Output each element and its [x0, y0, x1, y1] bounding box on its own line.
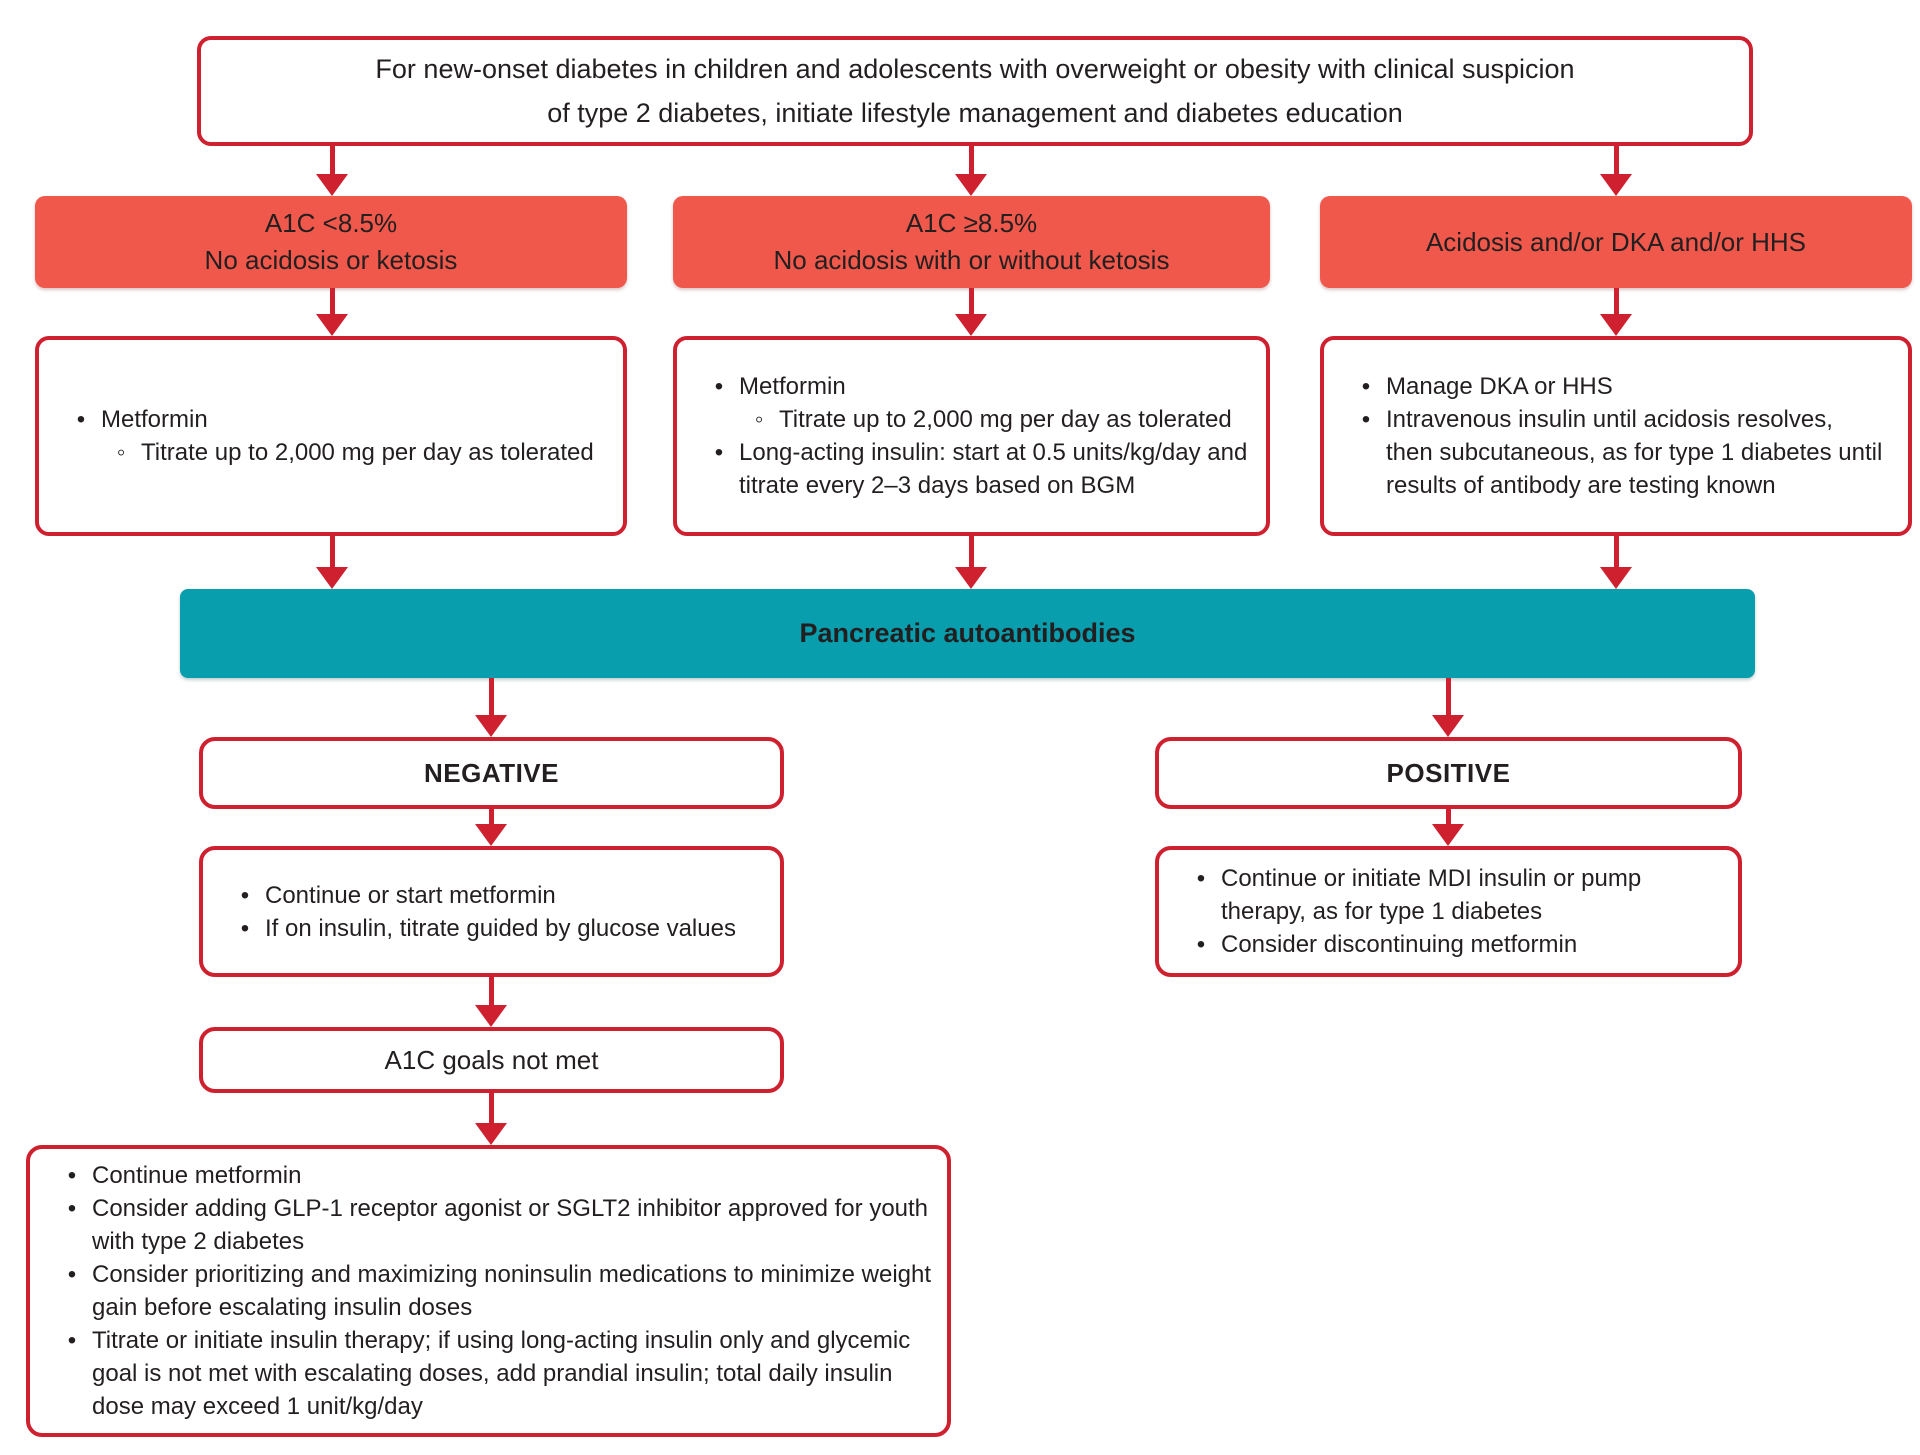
arrow-down: [475, 678, 507, 737]
escalation-item: Continue metformin: [92, 1162, 302, 1189]
management-item: Continue or start metformin: [265, 881, 556, 909]
branch-header-a1c-high: A1C ≥8.5% No acidosis with or without ke…: [673, 196, 1270, 288]
sub-bullet-icon: ◦: [754, 406, 764, 433]
branch-header-line1: Acidosis and/or DKA and/or HHS: [1425, 226, 1807, 257]
treatment-box-a1c-low: • Metformin ◦ Titrate up to 2,000 mg per d…: [35, 336, 627, 536]
bullet-icon: •: [67, 1195, 77, 1222]
treatment-item: Metformin: [101, 406, 208, 433]
autoantibodies-label: Pancreatic autoantibodies: [799, 618, 1136, 648]
negative-management-box: • Continue or start metformin • If on insu…: [199, 846, 784, 977]
bullet-icon: •: [67, 1327, 77, 1354]
a1c-goals-not-met-label: A1C goals not met: [384, 1044, 599, 1075]
result-negative-label: NEGATIVE: [424, 757, 559, 788]
autoantibodies-bar: Pancreatic autoantibodies: [180, 589, 1755, 678]
treatment-item: Titrate up to 2,000 mg per day as tolera…: [141, 439, 594, 466]
branch-header-line1: A1C ≥8.5%: [905, 208, 1038, 238]
arrow-down: [475, 809, 507, 846]
treatment-item: Long-acting insulin: start at 0.5 units/…: [739, 439, 1248, 499]
result-positive-label: POSITIVE: [1386, 757, 1511, 788]
bullet-icon: •: [1196, 865, 1206, 892]
result-negative-box: NEGATIVE: [199, 737, 784, 809]
escalation-item: Consider adding GLP-1 receptor agonist o…: [92, 1195, 929, 1255]
bullet-icon: •: [1196, 931, 1206, 958]
bullet-icon: •: [67, 1261, 77, 1288]
management-item: If on insulin, titrate guided by glucose…: [265, 914, 736, 942]
arrow-down: [475, 977, 507, 1027]
arrow-down: [475, 1093, 507, 1145]
bullet-icon: •: [240, 881, 250, 909]
positive-management-box: • Continue or initiate MDI insulin or pum…: [1155, 846, 1742, 977]
arrow-down: [955, 536, 987, 589]
arrow-down: [316, 288, 348, 336]
bullet-icon: •: [67, 1162, 77, 1189]
sub-bullet-icon: ◦: [116, 439, 126, 466]
bullet-icon: •: [714, 439, 724, 466]
bullet-icon: •: [1361, 406, 1371, 433]
branch-header-line2: No acidosis with or without ketosis: [773, 245, 1170, 275]
branch-header-line2: No acidosis or ketosis: [204, 245, 458, 275]
result-positive-box: POSITIVE: [1155, 737, 1742, 809]
bullet-icon: •: [76, 406, 86, 433]
escalation-box: • Continue metformin • Consider adding GLP…: [26, 1145, 951, 1437]
arrow-down: [1600, 536, 1632, 589]
a1c-goals-not-met-box: A1C goals not met: [199, 1027, 784, 1093]
branch-header-a1c-low: A1C <8.5% No acidosis or ketosis: [35, 196, 627, 288]
treatment-item: Metformin: [739, 373, 846, 400]
arrow-down: [955, 288, 987, 336]
entry-criteria-line1: For new-onset diabetes in children and a…: [375, 54, 1575, 84]
management-item: Continue or initiate MDI insulin or pump…: [1221, 865, 1642, 925]
management-item: Consider discontinuing metformin: [1221, 931, 1578, 958]
bullet-icon: •: [240, 914, 250, 942]
treatment-item: Intravenous insulin until acidosis resol…: [1386, 406, 1883, 499]
entry-criteria-box: For new-onset diabetes in children and a…: [197, 36, 1753, 146]
arrow-down: [316, 146, 348, 196]
entry-criteria-line2: of type 2 diabetes, initiate lifestyle m…: [547, 98, 1403, 128]
treatment-item: Titrate up to 2,000 mg per day as tolera…: [779, 406, 1232, 433]
branch-header-line1: A1C <8.5%: [264, 208, 398, 238]
arrow-down: [1600, 288, 1632, 336]
arrow-down: [955, 146, 987, 196]
bullet-icon: •: [1361, 373, 1371, 400]
arrow-down: [1432, 809, 1464, 846]
treatment-box-acidosis: • Manage DKA or HHS • Intravenous insulin …: [1320, 336, 1912, 536]
bullet-icon: •: [714, 373, 724, 400]
arrow-down: [1432, 678, 1464, 737]
branch-header-acidosis: Acidosis and/or DKA and/or HHS: [1320, 196, 1912, 288]
arrow-down: [1600, 146, 1632, 196]
arrow-down: [316, 536, 348, 589]
escalation-item: Consider prioritizing and maximizing non…: [92, 1261, 932, 1321]
treatment-item: Manage DKA or HHS: [1386, 373, 1613, 400]
treatment-box-a1c-high: • Metformin ◦ Titrate up to 2,000 mg per d…: [673, 336, 1270, 536]
escalation-item: Titrate or initiate insulin therapy; if …: [92, 1327, 911, 1420]
